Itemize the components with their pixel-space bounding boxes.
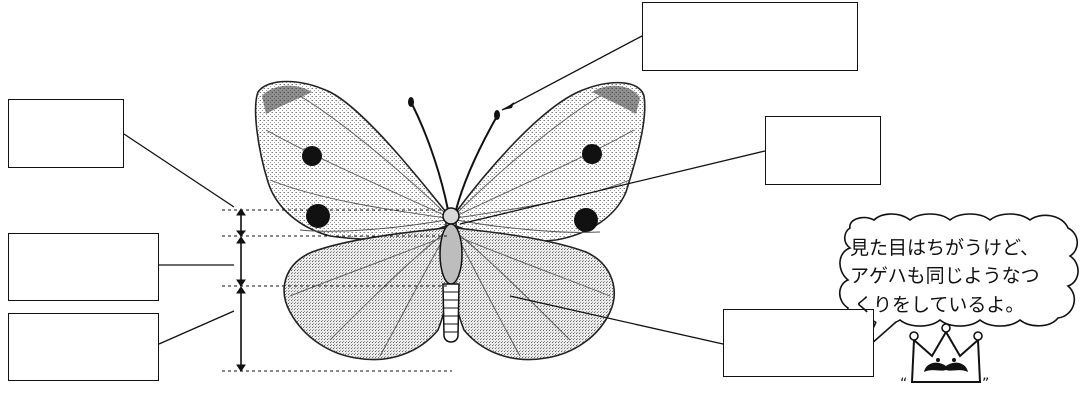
crown-mascot: “ ” [900,324,989,392]
svg-text:”: ” [982,376,989,392]
answer-box-left-bottom[interactable] [8,313,159,381]
right-upper-spot [582,144,602,164]
speech-line-3: くりをしているよ。 [854,290,1024,317]
butterfly-thorax [440,224,462,284]
right-forewing [456,83,645,242]
left-lower-spot [306,204,330,228]
right-lower-spot [574,208,598,232]
answer-box-right-bottom[interactable] [723,309,874,377]
left-upper-spot [302,146,322,166]
left-hindwing [284,228,449,360]
answer-box-left-middle[interactable] [8,233,159,301]
left-forewing [256,82,446,240]
answer-box-left-top[interactable] [8,99,124,168]
speech-line-2: アゲハも同じようなつ [850,261,1040,288]
answer-box-right-middle[interactable] [765,116,881,185]
butterfly-illustration [256,82,645,360]
speech-line-1: 見た目はちがうけど、 [850,233,1039,260]
right-hindwing [453,228,614,360]
answer-box-top-right[interactable] [642,2,858,71]
butterfly-abdomen [443,284,459,342]
svg-text:“: “ [900,376,907,392]
